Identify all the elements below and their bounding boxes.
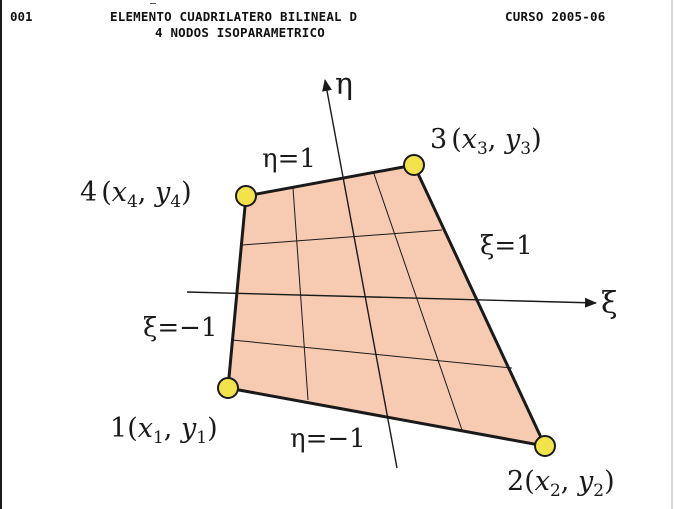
- frame-left-border: [0, 0, 2, 509]
- node-4-label: 4(x4, y4): [80, 177, 192, 212]
- slide-number: 001: [10, 9, 33, 24]
- edge-label-right: ξ=1: [480, 231, 533, 261]
- edge-label-bottom: η=−1: [290, 424, 366, 454]
- nodes: [217, 154, 556, 457]
- mesh-eta-line-1: [231, 339, 513, 369]
- node-3-marker: [403, 154, 425, 176]
- node-1-label: 1(x1, y1): [110, 413, 218, 448]
- edge-label-top: η=1: [262, 144, 316, 174]
- mesh-xi-line-1: [292, 187, 309, 401]
- mesh-lines: [231, 170, 513, 431]
- course-label: CURSO 2005-06: [505, 9, 606, 24]
- node-4-marker: [235, 185, 257, 207]
- element-fill: [228, 165, 545, 446]
- title-line-1: ELEMENTO CUADRILATERO BILINEAL D: [110, 9, 358, 24]
- xi-axis-line: [186, 291, 597, 308]
- edge-label-left: ξ=−1: [143, 313, 217, 343]
- node-2-marker: [534, 435, 556, 457]
- node-2-label: 2(x2, y2): [507, 466, 615, 501]
- eta-axis-line: [322, 79, 398, 469]
- mesh-xi-line-2: [372, 170, 463, 431]
- mesh-eta-line-2: [241, 229, 443, 246]
- node-1-marker: [217, 377, 239, 399]
- header-tick: [150, 3, 156, 4]
- header: 001 ELEMENTO CUADRILATERO BILINEAL D 4 N…: [0, 0, 675, 58]
- eta-axis-label: η: [335, 67, 353, 102]
- frame-right-border: [671, 0, 673, 509]
- title-line-2: 4 NODOS ISOPARAMETRICO: [155, 25, 325, 40]
- node-3-label: 3(x3, y3): [430, 124, 542, 159]
- xi-axis-label: ξ: [601, 286, 618, 321]
